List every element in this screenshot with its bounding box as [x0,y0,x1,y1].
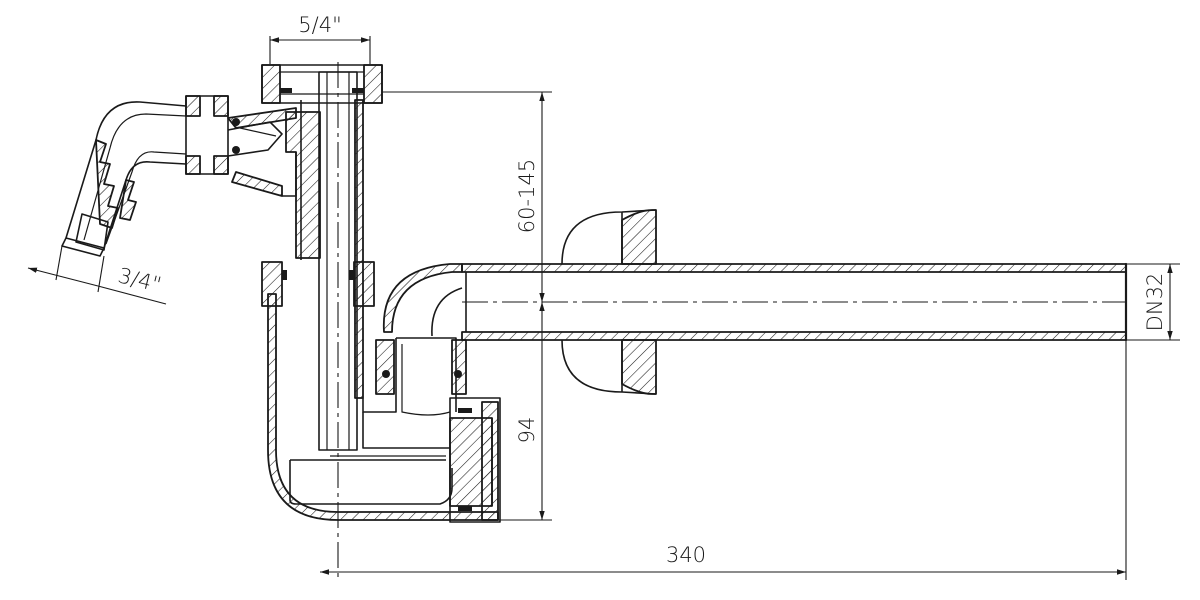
label-total-length: 340 [666,543,706,567]
dim-pipe-diameter: DN32 [1126,263,1180,341]
label-height-range: 60-145 [515,159,539,233]
centre-lines [337,62,1126,578]
dim-total-length: 340 [320,340,1127,580]
inlet-branch [61,95,297,257]
label-outlet-thread: 5/4" [298,13,341,37]
label-height-lower: 94 [515,417,539,444]
outlet-nut [261,64,383,104]
dim-outlet-thread: 5/4" [269,13,371,64]
dim-height-lower: 94 [498,302,552,521]
wall-rosette [561,209,657,395]
trap-elbow [362,263,501,523]
label-pipe-diameter: DN32 [1143,273,1167,332]
dim-height-range: 60-145 [382,91,552,302]
